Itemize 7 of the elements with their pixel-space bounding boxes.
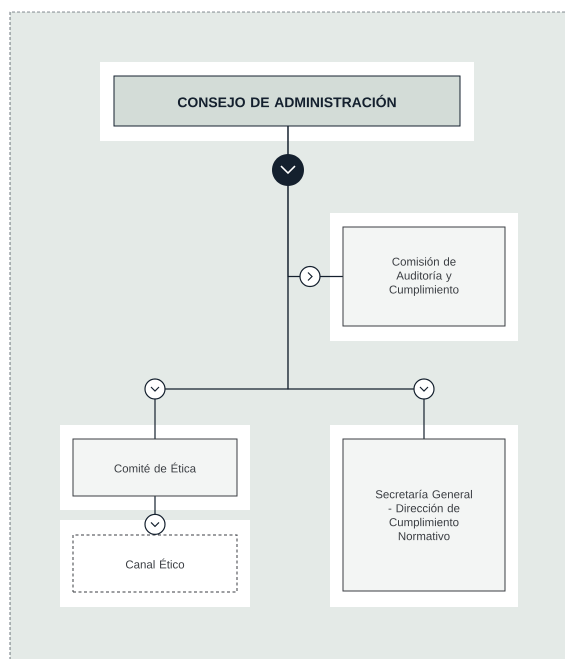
process-box: Comité de Ética <box>72 438 238 496</box>
process-box: Secretaría General - Dirección de Cumplimiento Normativo <box>342 438 506 592</box>
dashed-box: Canal Ético <box>72 534 238 592</box>
arrow <box>287 126 435 438</box>
arrow <box>144 496 166 535</box>
title-box: CONSEJO DE ADMINISTRACIÓN <box>114 76 460 126</box>
process-box: Comisión de Auditoría y Cumplimiento <box>342 226 506 326</box>
